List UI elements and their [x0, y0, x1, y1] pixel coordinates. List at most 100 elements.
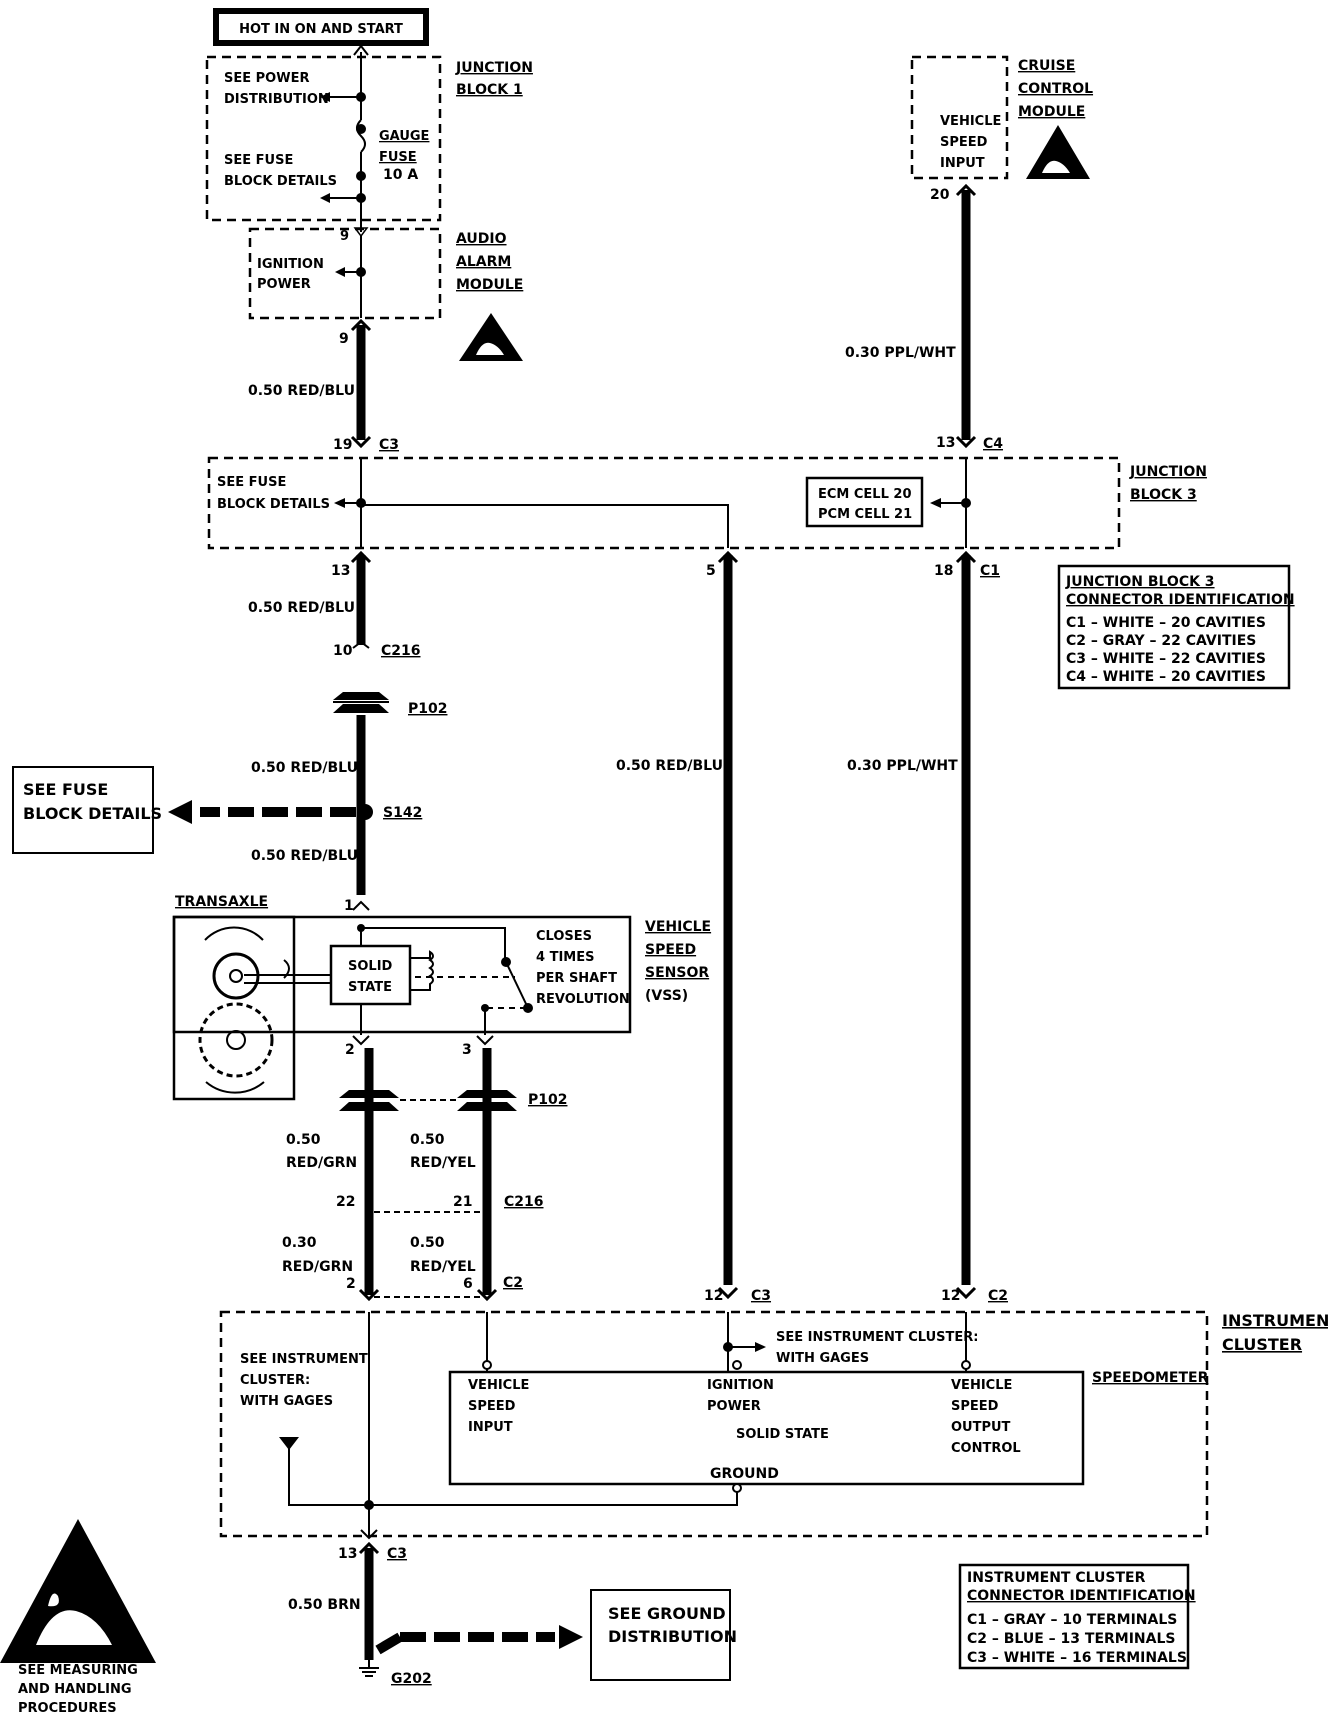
arrow-left-icon — [320, 193, 330, 203]
wire-label-a: 0.50 RED/BLU — [248, 383, 355, 399]
audio-alarm-module: AUDIO ALARM MODULE 9 IGNITION POWER 9 — [248, 227, 523, 347]
speedometer-label: SPEEDOMETER — [1092, 1370, 1209, 1386]
p102-connector-icon — [333, 692, 389, 713]
ccm-pin: 20 — [930, 187, 950, 203]
gauge-fuse-rating: 10 A — [383, 167, 418, 183]
closes-1: CLOSES — [536, 929, 592, 944]
solid-state-1: SOLID — [348, 959, 393, 974]
vso-3: OUTPUT — [951, 1420, 1011, 1435]
solid-state-2: STATE — [348, 980, 392, 995]
pin-13-bottom: 13 — [338, 1546, 357, 1562]
pin-22: 22 — [336, 1194, 355, 1210]
ground-symbol-icon — [359, 1660, 379, 1677]
ic-see-right-2: WITH GAGES — [776, 1351, 869, 1366]
c216-label: C216 — [381, 643, 421, 659]
esd-note-1: SEE MEASURING — [18, 1663, 138, 1678]
ic-title-2: CLUSTER — [1222, 1335, 1302, 1354]
wire-label-d: 0.50 RED/BLU — [616, 758, 723, 774]
instrument-cluster: INSTRUMENT CLUSTER SEE INSTRUMENT CLUSTE… — [219, 1310, 1328, 1538]
see-ground-distribution-box: SEE GROUND DISTRIBUTION — [590, 1589, 737, 1681]
esd-note-3: PROCEDURES — [18, 1701, 117, 1716]
closes-3: PER SHAFT — [536, 971, 617, 986]
jb3-id-line-2: C2 – GRAY – 22 CAVITIES — [1066, 633, 1256, 649]
jb1-see-power-2: DISTRIBUTION — [224, 92, 329, 107]
ccm-label-3: INPUT — [940, 156, 985, 171]
aam-pin-in: 9 — [340, 229, 349, 244]
p102-connector-icon — [339, 1090, 517, 1111]
c2b-label: C2 — [988, 1288, 1008, 1304]
jb3-id-title-1: JUNCTION BLOCK 3 — [1065, 574, 1215, 590]
jb3-pin-18: 18 — [934, 563, 953, 579]
transaxle-pin-3: 3 — [462, 1042, 472, 1058]
p102-label: P102 — [408, 701, 447, 717]
jb3-pin-5: 5 — [706, 563, 716, 579]
solid-state-label: SOLID STATE — [736, 1427, 829, 1442]
see-ground-1: SEE GROUND — [608, 1604, 726, 1623]
see-ground-2: DISTRIBUTION — [608, 1627, 737, 1646]
wire-label-h1: 0.50 — [286, 1132, 321, 1148]
c216-label-b: C216 — [504, 1194, 544, 1210]
see-fuse-left-2: BLOCK DETAILS — [23, 804, 162, 823]
wire-label-k1: 0.50 — [410, 1235, 445, 1251]
vss-title-1: VEHICLE — [645, 919, 711, 935]
c3a-label: C3 — [751, 1288, 771, 1304]
transaxle-pin-1: 1 — [344, 898, 354, 914]
gauge-fuse-icon — [356, 119, 366, 153]
jb1-see-fuse-1: SEE FUSE — [224, 153, 293, 168]
jb3-id-title-2: CONNECTOR IDENTIFICATION — [1066, 592, 1295, 608]
c3b-label: C3 — [387, 1546, 407, 1562]
vsi-2: SPEED — [468, 1399, 516, 1414]
jb3-id-line-3: C3 – WHITE – 22 CAVITIES — [1066, 651, 1266, 667]
wire-label-f: 0.50 RED/BLU — [251, 760, 358, 776]
ic-see-left-3: WITH GAGES — [240, 1394, 333, 1409]
hot-label: HOT IN ON AND START — [239, 22, 403, 37]
aam-ignition: IGNITION — [257, 257, 324, 272]
ic-connector-id-box: INSTRUMENT CLUSTER CONNECTOR IDENTIFICAT… — [958, 1563, 1196, 1670]
transaxle-box — [172, 915, 632, 1101]
arrow-left-icon — [168, 800, 192, 824]
ic-id-line-3: C3 – WHITE – 16 TERMINALS — [967, 1650, 1187, 1666]
ic-id-line-2: C2 – BLUE – 13 TERMINALS — [967, 1631, 1175, 1647]
esd-note-2: AND HANDLING — [18, 1682, 132, 1697]
wire-label-b: 0.30 PPL/WHT — [845, 345, 956, 361]
jb3-see-fuse-1: SEE FUSE — [217, 475, 286, 490]
junction-block-3: 19 C3 13 C4 JUNCTION BLOCK 3 SEE FUSE BL… — [207, 435, 1207, 579]
wire-label-j1: 0.30 — [282, 1235, 317, 1251]
ic-id-title-1: INSTRUMENT CLUSTER — [967, 1570, 1146, 1586]
closes-4: REVOLUTION — [536, 992, 630, 1007]
ground-triangle-icon — [279, 1437, 299, 1450]
jb3-title-1: JUNCTION — [1129, 464, 1207, 480]
arrow-left-icon — [320, 92, 330, 102]
closes-2: 4 TIMES — [536, 950, 594, 965]
esd-warning-icon — [459, 313, 523, 361]
transaxle-title: TRANSAXLE — [175, 894, 268, 910]
aam-power: POWER — [257, 277, 311, 292]
arrow-right-icon — [755, 1342, 766, 1352]
junction-block-1: JUNCTION BLOCK 1 SEE POWER DISTRIBUTION … — [205, 44, 533, 232]
s142-label: S142 — [383, 805, 422, 821]
vso-4: CONTROL — [951, 1441, 1021, 1456]
ccm-title-1: CRUISE — [1018, 58, 1075, 74]
ign-2: POWER — [707, 1399, 761, 1414]
ic-see-left-1: SEE INSTRUMENT — [240, 1352, 368, 1367]
cruise-control-module: CRUISE CONTROL MODULE VEHICLE SPEED INPU… — [910, 55, 1093, 203]
jb1-see-power-1: SEE POWER — [224, 71, 309, 86]
gauge-fuse-label-2: FUSE — [379, 150, 417, 165]
see-fuse-block-details-box: SEE FUSE BLOCK DETAILS — [12, 766, 162, 854]
wire-label-c: 0.50 RED/BLU — [248, 600, 355, 616]
c216-pin: 10 — [333, 643, 353, 659]
vss-title-4: (VSS) — [645, 988, 688, 1004]
wire-label-g: 0.50 RED/BLU — [251, 848, 358, 864]
ic-title-1: INSTRUMENT — [1222, 1311, 1328, 1330]
wire-label-e: 0.30 PPL/WHT — [847, 758, 958, 774]
pin-2: 2 — [346, 1276, 356, 1292]
pin-12a: 12 — [704, 1288, 723, 1304]
aam-title-2: ALARM — [456, 254, 511, 270]
jb3-conn-c4: C4 — [983, 436, 1003, 452]
jb3-ecm: ECM CELL 20 — [818, 487, 912, 502]
jb3-see-fuse-2: BLOCK DETAILS — [217, 497, 330, 512]
jb3-pin-c4: 13 — [936, 435, 955, 451]
ic-id-title-2: CONNECTOR IDENTIFICATION — [967, 1588, 1196, 1604]
esd-warning-icon — [1026, 125, 1090, 179]
